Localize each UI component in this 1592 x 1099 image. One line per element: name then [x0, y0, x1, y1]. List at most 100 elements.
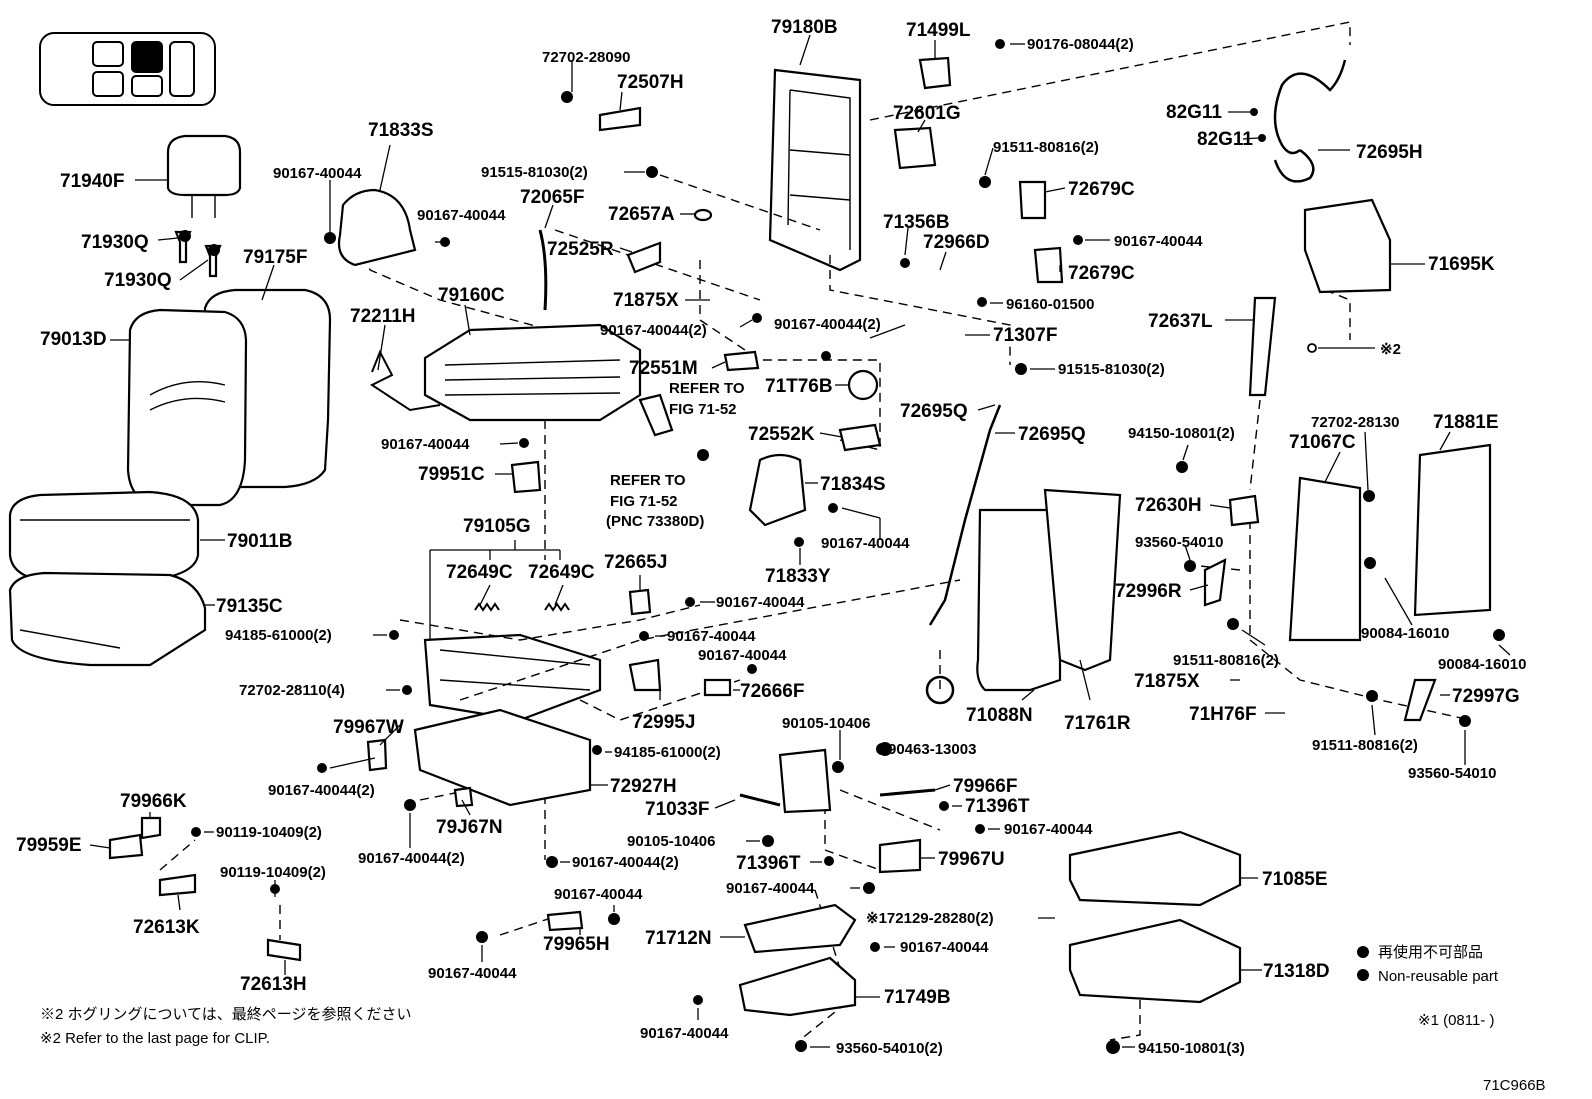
label-72966D: 72966D — [923, 232, 990, 253]
label-71033F: 71033F — [645, 799, 709, 820]
label-90167-40044-2e: 90167-40044(2) — [572, 854, 679, 871]
label-90167-40044-m: 90167-40044 — [428, 965, 517, 982]
label-90167-40044-d: 90167-40044 — [381, 436, 470, 453]
label-refer-to-b: REFER TO — [610, 472, 686, 489]
label-79013D: 79013D — [40, 329, 107, 350]
side-shield-71833S — [337, 188, 417, 267]
legend-en: Non-reusable part — [1378, 968, 1499, 985]
label-94150-10801-2: 94150-10801(2) — [1128, 425, 1235, 442]
label-79160C: 79160C — [438, 285, 505, 306]
leader-lines — [89, 34, 1511, 1048]
label-72211H: 72211H — [350, 306, 416, 327]
label-90167-40044-k: 90167-40044 — [554, 886, 643, 903]
label-pnc-73380d: (PNC 73380D) — [606, 513, 704, 530]
label-72551M: 72551M — [629, 358, 698, 379]
label-90167-40044-g: 90167-40044 — [667, 628, 756, 645]
label-71499L: 71499L — [906, 20, 971, 41]
label-72525R: 72525R — [547, 239, 614, 260]
seat-position-locator-icon — [39, 32, 216, 106]
footnote-jp: ※2 ホグリングについては、最終ページを参照ください — [40, 1006, 411, 1023]
label-90119-10409-a: 90119-10409(2) — [216, 824, 322, 841]
label-93560-54010-2: 93560-54010(2) — [836, 1040, 943, 1057]
label-90084-16010-a: 90084-16010 — [1361, 625, 1449, 642]
label-90167-40044-c: 90167-40044 — [1114, 233, 1203, 250]
label-82G11-a: 82G11 — [1166, 102, 1222, 123]
back-frame-71067C — [1288, 476, 1362, 642]
label-71356B: 71356B — [883, 212, 950, 233]
label-72065F: 72065F — [520, 187, 584, 208]
label-79180B: 79180B — [771, 17, 838, 38]
label-71H76F: 71H76F — [1189, 704, 1257, 725]
label-79967W: 79967W — [333, 717, 404, 738]
label-refer-to-a: REFER TO — [669, 380, 745, 397]
label-90167-40044-2c: 90167-40044(2) — [268, 782, 375, 799]
label-71307F: 71307F — [993, 325, 1057, 346]
label-82G11-b: 82G11 — [1197, 129, 1253, 150]
label-79965H: 79965H — [543, 934, 610, 955]
label-72997G: 72997G — [1452, 686, 1520, 707]
seat-adjuster-79105G — [423, 633, 602, 722]
label-71881E: 71881E — [1433, 412, 1499, 433]
label-fig-71-52-b: FIG 71-52 — [610, 493, 678, 510]
label-91515-81030-b: 91515-81030(2) — [1058, 361, 1165, 378]
headrest-shape — [166, 134, 242, 197]
label-72995J: 72995J — [632, 712, 695, 733]
label-71875X-a: 71875X — [613, 290, 679, 311]
label-90463-13003: 90463-13003 — [888, 741, 976, 758]
label-71930Q-b: 71930Q — [104, 270, 172, 291]
label-72552K: 72552K — [748, 424, 815, 445]
label-79966K: 79966K — [120, 791, 187, 812]
label-71834S: 71834S — [820, 474, 886, 495]
label-72695Q-a: 72695Q — [900, 401, 968, 422]
part-illustrations — [8, 56, 1492, 1017]
label-90167-40044-n: 90167-40044 — [640, 1025, 729, 1042]
label-79967U: 79967U — [938, 849, 1005, 870]
seat-frame-79160C — [423, 323, 642, 422]
label-71749B: 71749B — [884, 987, 951, 1008]
label-72637L: 72637L — [1148, 311, 1213, 332]
label-71318D: 71318D — [1263, 961, 1330, 982]
part-labels: 79180B 71499L 90176-08044(2) 72702-28090… — [16, 17, 1526, 1057]
seat-cushion-pad-shape — [8, 571, 207, 667]
label-fig-71-52-a: FIG 71-52 — [669, 401, 737, 418]
label-90167-40044-2b: 90167-40044(2) — [774, 316, 881, 333]
seatback-frame-79180B — [768, 68, 862, 272]
seatback-71088N — [976, 508, 1062, 692]
label-72679C-b: 72679C — [1068, 263, 1135, 284]
label-72657A: 72657A — [608, 204, 675, 225]
label-90167-40044-2d: 90167-40044(2) — [358, 850, 465, 867]
footnote-en: ※2 Refer to the last page for CLIP. — [40, 1030, 270, 1047]
label-72695H: 72695H — [1356, 142, 1423, 163]
label-71930Q-a: 71930Q — [81, 232, 149, 253]
label-mark2: ※2 — [1380, 341, 1401, 358]
label-94185-61000-a: 94185-61000(2) — [225, 627, 332, 644]
label-72702-28130: 72702-28130 — [1311, 414, 1399, 431]
label-79J67N: 79J67N — [436, 817, 503, 838]
label-72601G: 72601G — [893, 103, 961, 124]
label-79959E: 79959E — [16, 835, 82, 856]
label-72927H: 72927H — [610, 776, 677, 797]
label-93560-54010-b: 93560-54010 — [1408, 765, 1496, 782]
label-72702-28090: 72702-28090 — [542, 49, 630, 66]
label-79011B: 79011B — [227, 531, 293, 552]
label-71833S: 71833S — [368, 120, 434, 141]
label-72630H: 72630H — [1135, 495, 1202, 516]
label-79135C: 79135C — [216, 596, 283, 617]
footnotes: ※2 ホグリングについては、最終ページを参照ください ※2 Refer to t… — [40, 1006, 411, 1047]
label-72702-28110: 72702-28110(4) — [239, 682, 345, 699]
label-72695Q-b: 72695Q — [1018, 424, 1086, 445]
label-90167-40044-b: 90167-40044 — [417, 207, 506, 224]
label-72996R: 72996R — [1115, 581, 1182, 602]
label-72507H: 72507H — [617, 72, 684, 93]
label-72666F: 72666F — [740, 681, 804, 702]
label-93560-54010-a: 93560-54010 — [1135, 534, 1223, 551]
label-91515-81030-a: 91515-81030(2) — [481, 164, 588, 181]
label-90167-40044-2a: 90167-40044(2) — [600, 322, 707, 339]
non-reusable-dot-icon — [1357, 969, 1369, 981]
label-71761R: 71761R — [1064, 713, 1131, 734]
label-79966F: 79966F — [953, 776, 1017, 797]
label-72679C-a: 72679C — [1068, 179, 1135, 200]
seat-cushion-cover-shape — [8, 490, 200, 582]
label-71T76B: 71T76B — [765, 376, 833, 397]
label-72613H: 72613H — [240, 974, 307, 995]
